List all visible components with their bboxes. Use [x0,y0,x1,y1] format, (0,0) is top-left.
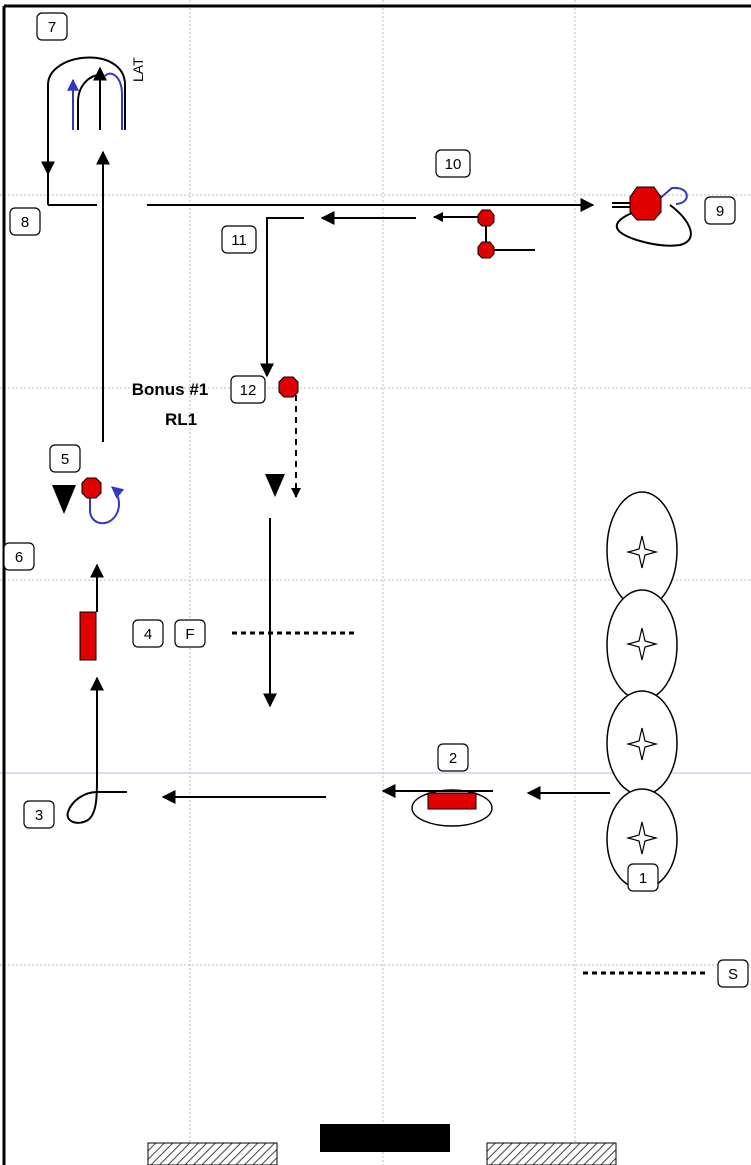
star-icon [625,727,659,761]
star-icon [625,627,659,661]
station-1: 1 [627,863,659,892]
station-8: 8 [9,207,41,236]
svg-text:5: 5 [61,451,69,468]
svg-text:7: 7 [48,19,56,36]
handler-loops [67,72,688,525]
station-3: 3 [23,800,55,829]
svg-text:S: S [728,966,738,983]
lat-label: LAT [130,57,146,82]
svg-text:6: 6 [15,549,23,566]
star-icon [625,535,659,569]
pylon-icon [265,474,285,497]
finish-marker: F [174,619,206,648]
station-4: 4 [132,619,164,648]
station-10: 10 [435,149,471,178]
signs [52,186,662,827]
cone-icon [278,376,299,398]
cone-icon [477,209,495,227]
station-5: 5 [49,444,81,473]
svg-text:9: 9 [716,203,724,220]
svg-text:10: 10 [445,156,462,173]
jump-icon [79,611,97,661]
svg-text:1: 1 [639,870,647,887]
table-block [320,1124,450,1152]
pylon-icon [52,485,76,514]
ring-border [2,4,751,1165]
svg-text:12: 12 [240,382,257,399]
svg-text:4: 4 [144,626,152,643]
station-11: 11 [221,225,257,254]
gate-icon [486,1142,617,1165]
svg-text:3: 3 [35,807,43,824]
bonus-code-label: RL1 [165,410,197,429]
station-7: 7 [36,12,68,41]
gate-icon [147,1142,278,1165]
cone-icon [81,477,102,499]
station-6: 6 [3,542,35,571]
station-12: 12 [230,375,266,404]
station-2: 2 [437,743,469,772]
svg-text:F: F [185,626,194,643]
station-9: 9 [704,196,736,225]
svg-text:8: 8 [21,214,29,231]
svg-text:11: 11 [231,232,247,249]
star-icon [625,821,659,855]
jump-ellipses [606,491,678,890]
cone-icon [629,186,662,221]
jump-icon [427,792,477,810]
bonus-label: Bonus #1 [132,380,209,399]
svg-text:2: 2 [449,750,457,767]
jump-ellipse [411,789,493,827]
start-marker: S [717,959,749,988]
cone-icon [477,241,495,259]
